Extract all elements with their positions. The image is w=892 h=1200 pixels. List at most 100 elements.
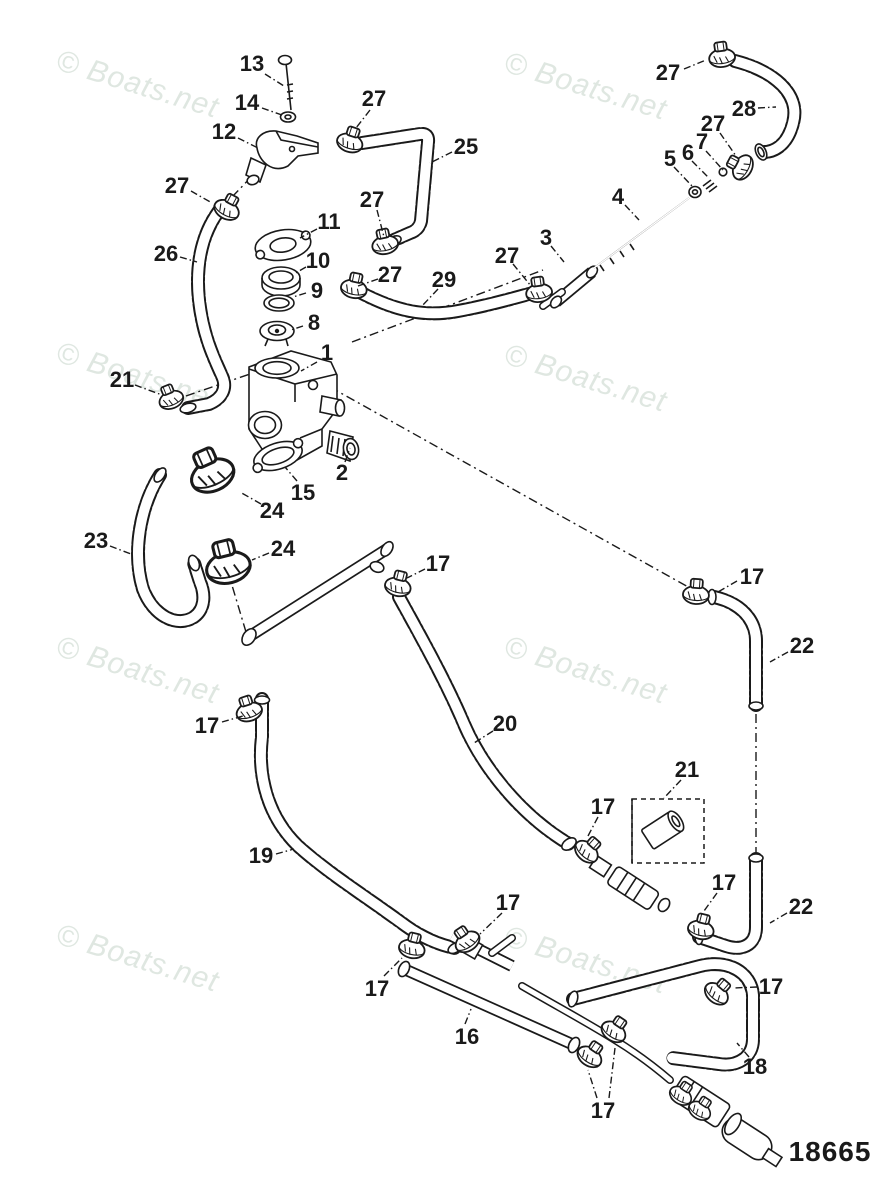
callout-24: 24	[260, 498, 285, 523]
hoses	[131, 54, 802, 1084]
leader-line	[719, 132, 737, 157]
leader-line	[109, 545, 132, 555]
callout-8: 8	[308, 310, 320, 335]
leader-line	[663, 779, 682, 799]
cover-10	[261, 266, 301, 297]
leader-line	[134, 384, 163, 396]
callout-27: 27	[378, 262, 402, 287]
leader-line	[769, 912, 788, 924]
callout-10: 10	[306, 248, 330, 273]
leader-line	[190, 190, 213, 204]
callout-17: 17	[740, 564, 764, 589]
callout-15: 15	[291, 480, 315, 505]
sensor-12	[245, 130, 319, 186]
clamp-24	[198, 534, 256, 590]
callout-1: 1	[321, 340, 333, 365]
callout-27: 27	[701, 111, 725, 136]
callout-27: 27	[165, 173, 189, 198]
leader-line	[239, 491, 262, 505]
thermostat-housing-1	[247, 350, 346, 461]
bolt-13	[277, 54, 294, 111]
clamp-17	[699, 972, 738, 1010]
hose-29	[349, 283, 540, 321]
leader-line	[284, 466, 298, 482]
callout-6: 6	[682, 140, 694, 165]
callout-17: 17	[759, 974, 783, 999]
leader-line	[299, 228, 318, 239]
leader-line	[429, 151, 453, 164]
hose-26	[181, 200, 232, 415]
leader-line	[357, 278, 379, 287]
callout-21: 21	[110, 367, 134, 392]
callout-26: 26	[154, 241, 178, 266]
clamp-17	[681, 577, 711, 606]
clamp-27	[721, 147, 758, 185]
leader-line	[691, 160, 709, 178]
fitting-7	[718, 167, 728, 177]
leader-line	[464, 1008, 472, 1025]
gasket-15	[252, 437, 304, 474]
callout-12: 12	[212, 119, 236, 144]
leader-line	[344, 447, 351, 463]
callout-18: 18	[743, 1054, 767, 1079]
clamp-17	[382, 567, 416, 600]
clamp-17	[596, 1010, 635, 1048]
leader-line	[251, 552, 270, 561]
leader-line	[355, 109, 371, 129]
hose-18	[566, 957, 760, 1072]
leader-line	[769, 651, 789, 663]
leader-line	[376, 209, 385, 238]
leader-line	[683, 59, 707, 70]
callout-13: 13	[240, 51, 264, 76]
leader-line	[550, 245, 565, 263]
leader-line	[624, 204, 640, 221]
leader-line	[275, 848, 295, 855]
callout-29: 29	[432, 267, 456, 292]
callout-5: 5	[664, 146, 676, 171]
rod-4	[593, 197, 690, 272]
clamp-27	[368, 225, 401, 258]
callout-3: 3	[540, 225, 552, 250]
callout-4: 4	[612, 184, 625, 209]
leader-line	[237, 137, 259, 149]
hose-20	[392, 590, 576, 851]
spring-6	[702, 179, 718, 193]
leader-line	[261, 107, 283, 116]
leader-line	[512, 263, 532, 287]
leader-line	[221, 715, 244, 723]
leader-line	[717, 580, 738, 593]
callout-25: 25	[454, 134, 478, 159]
hose-clamps	[153, 39, 758, 1125]
leader-line	[608, 1047, 616, 1099]
leader-line	[292, 292, 307, 298]
callout-17: 17	[365, 976, 389, 1001]
hose-22-lower	[692, 852, 763, 955]
callout-17: 17	[195, 713, 219, 738]
callout-17: 17	[426, 551, 450, 576]
callout-17: 17	[591, 1098, 615, 1123]
callout-16: 16	[455, 1024, 479, 1049]
leader-line	[264, 73, 285, 87]
leader-line	[732, 986, 758, 989]
leader-line	[705, 150, 724, 171]
callout-17: 17	[712, 870, 736, 895]
leader-line	[406, 568, 426, 579]
clamp-24	[179, 440, 241, 501]
leader-line	[300, 361, 318, 372]
callout-17: 17	[496, 890, 520, 915]
leader-line	[473, 730, 494, 744]
callout-17: 17	[591, 794, 615, 819]
diagram-number: 18665	[788, 1136, 872, 1167]
hose-22-upper	[707, 590, 763, 712]
callout-27: 27	[656, 60, 680, 85]
callout-21: 21	[675, 757, 699, 782]
small-fitting	[369, 560, 385, 574]
tee-fitting-3	[539, 265, 599, 310]
hose-ends	[153, 143, 768, 1054]
seal-9	[263, 294, 295, 312]
callout-24: 24	[271, 536, 296, 561]
leader-line	[421, 288, 439, 307]
callout-23: 23	[84, 528, 108, 553]
